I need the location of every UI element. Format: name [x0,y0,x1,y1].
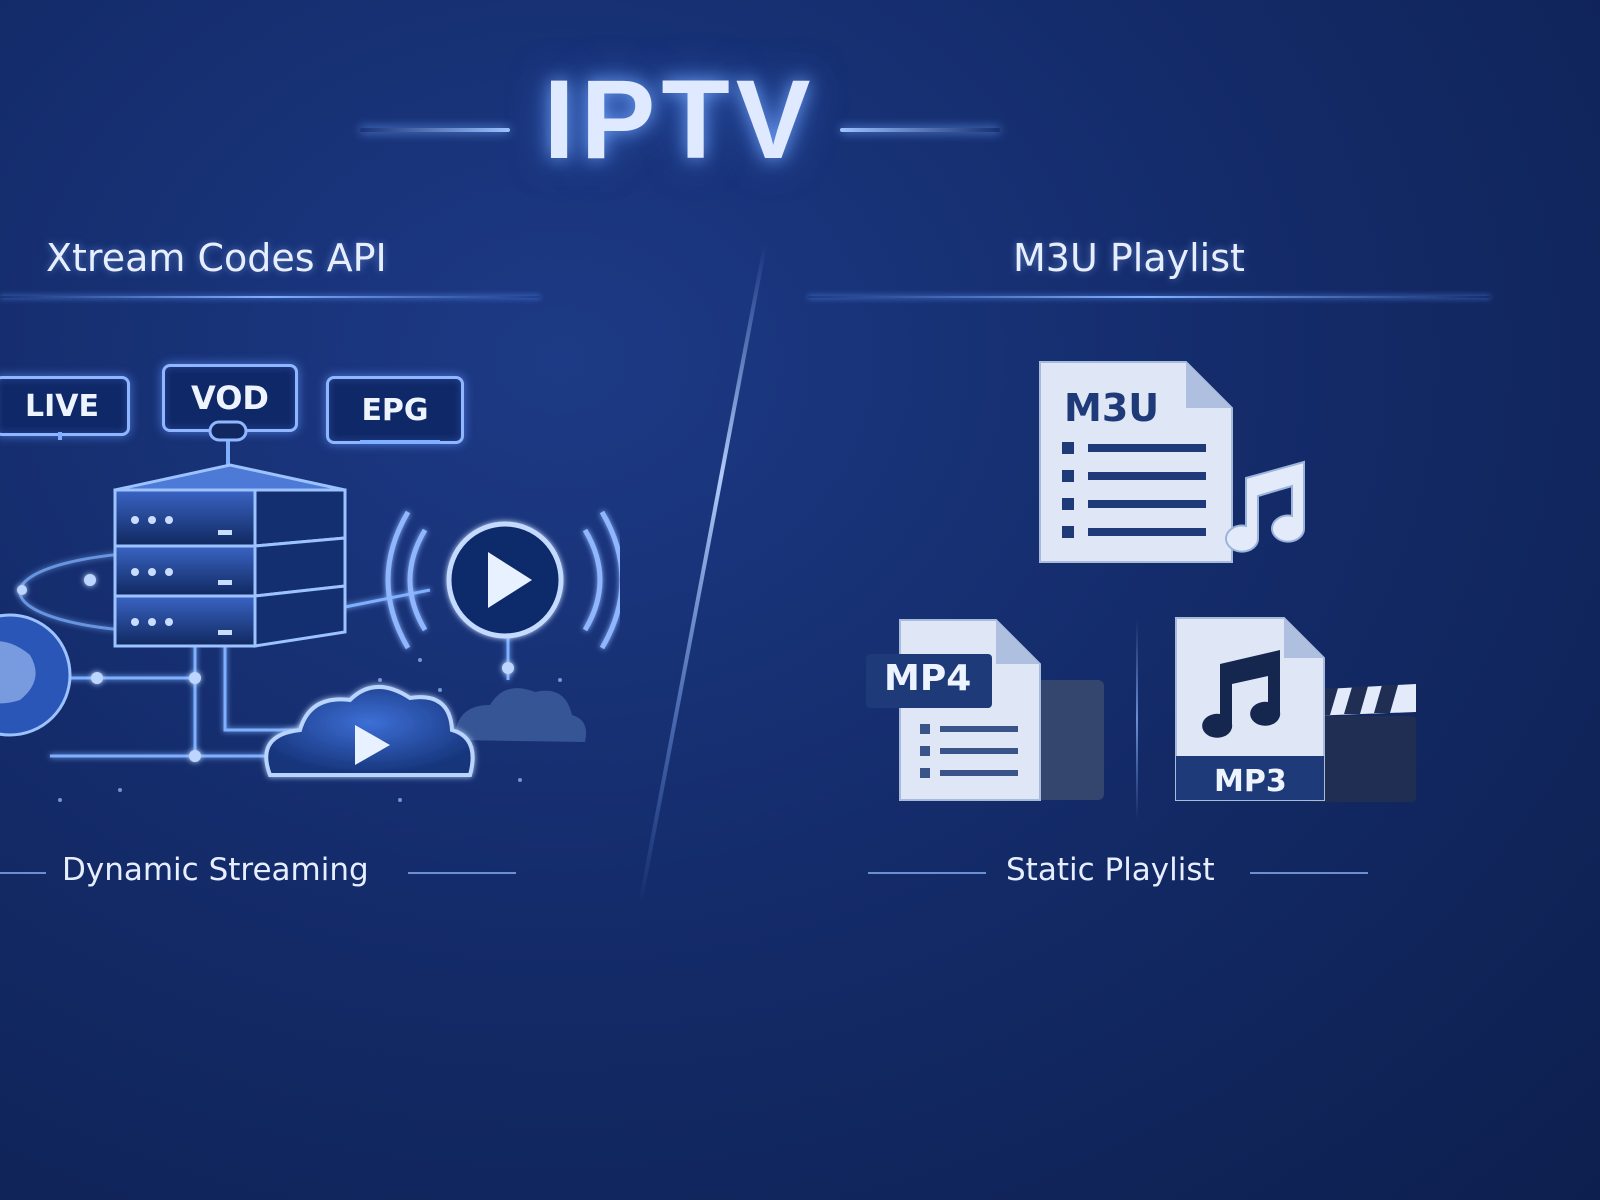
globe-icon [0,613,72,737]
left-caption: Dynamic Streaming [62,852,369,888]
server-icon [113,463,347,648]
left-caption-line-right [408,872,516,874]
right-heading: M3U Playlist [1013,236,1245,280]
file-separator [1136,620,1138,820]
m3u-file-label: M3U [1064,386,1160,430]
mp3-file-icon [1175,617,1416,802]
right-caption: Static Playlist [1006,852,1215,888]
left-caption-line-left [0,872,46,874]
m3u-file-icon [1039,361,1306,563]
network-illustration [0,420,620,802]
badge-live: LIVE [0,376,130,436]
mp3-file-label: MP3 [1214,764,1287,799]
clapperboard-icon [1308,684,1416,802]
play-icon [385,510,620,650]
badge-epg: EPG [326,376,464,444]
mp4-file-label: MP4 [884,658,972,699]
page-title: IPTV [543,57,817,182]
mp4-file-icon [866,619,1104,801]
right-caption-line-left [868,872,986,874]
left-heading: Xtream Codes API [46,236,387,280]
right-caption-line-right [1250,872,1368,874]
music-note-icon [1225,460,1306,553]
title-line-right [840,128,1000,132]
left-heading-underline [0,296,540,298]
right-heading-underline [808,296,1490,298]
title-line-left [360,128,510,132]
cloud-icon [264,685,587,777]
